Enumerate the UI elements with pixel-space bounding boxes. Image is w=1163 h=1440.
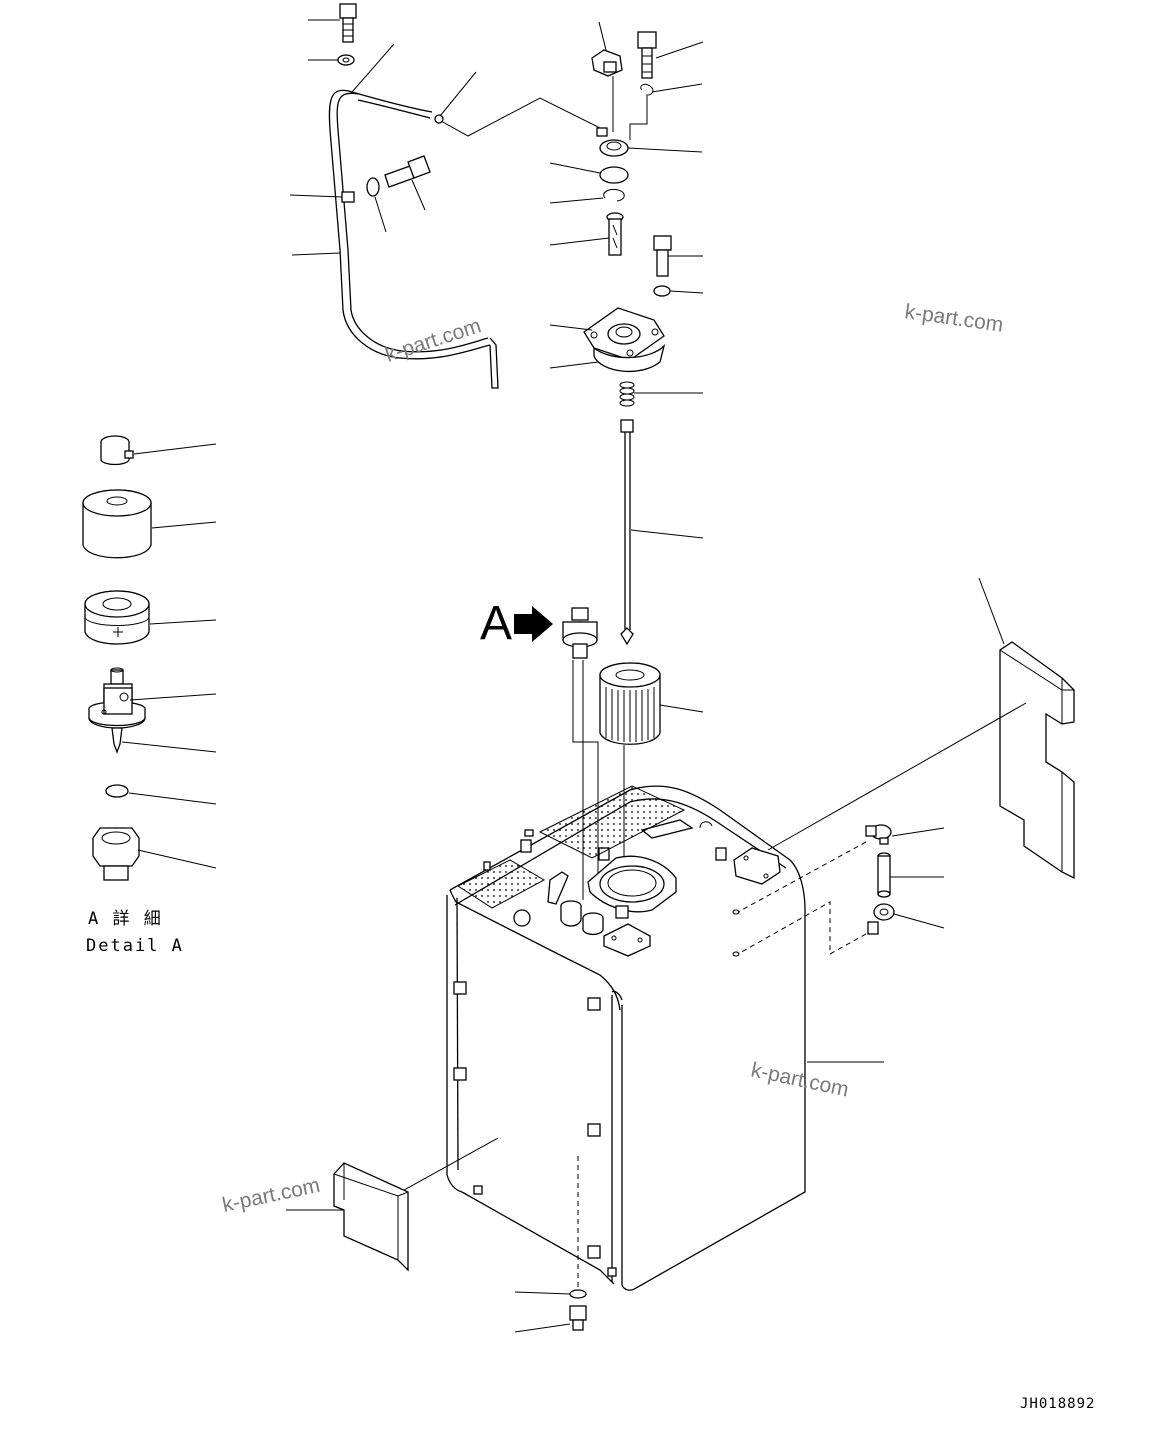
rubber-pad-right (767, 577, 1075, 880)
detail-valve-tip (111, 727, 123, 754)
breather-hose-group (289, 3, 601, 389)
detail-label-en: Detail A (86, 936, 184, 956)
breather-hose (328, 89, 491, 360)
callout-arrow-icon (514, 606, 553, 642)
strainer-rod-upper (606, 212, 624, 256)
detail-nut (92, 827, 140, 881)
washer-center-right (653, 285, 671, 297)
drain-o-ring (569, 1289, 587, 1299)
washer-mid-left (366, 177, 380, 197)
tank-valve-port (560, 900, 651, 957)
filter-cover-plate (583, 307, 665, 361)
snap-ring-mid (603, 189, 625, 202)
detail-filter-element (84, 590, 150, 645)
callout-a: A (480, 597, 599, 900)
detail-filter-cylinder (82, 489, 152, 559)
watermark-3: k-part.com (749, 1058, 851, 1101)
bolt-mid-left (384, 155, 431, 188)
snap-ring-top (640, 83, 654, 96)
strainer-long-rod (620, 419, 634, 646)
spring (619, 381, 635, 407)
drawing-code: JH018892 (1020, 1396, 1095, 1412)
callout-letter: A (480, 597, 512, 650)
filter-cover-stack (549, 21, 704, 646)
anti-slip-pad-left (456, 859, 546, 909)
detail-a-parts: A 詳 細 Detail A (82, 435, 217, 956)
tank-filter-port (587, 855, 677, 919)
o-ring-upper (599, 166, 629, 184)
detail-cap (100, 435, 134, 466)
bolt-top-left (339, 3, 357, 43)
cover-gasket (593, 343, 666, 373)
valve-assembly (562, 607, 598, 659)
bolt-top-center (637, 31, 657, 79)
rubber-pad-bottom (286, 1137, 499, 1272)
elbow-fitting-upper (865, 824, 892, 845)
hose-pipe (877, 852, 891, 898)
washer-top-left (337, 54, 355, 66)
hose-fittings-right (732, 824, 945, 957)
detail-label-jp: A 詳 細 (88, 909, 163, 929)
drain-plug (569, 1305, 587, 1331)
bolt-center-right (653, 235, 672, 277)
hydraulic-tank (446, 785, 884, 1333)
watermark-2: k-part.com (382, 314, 483, 367)
anti-slip-pad-top (538, 785, 686, 859)
sensor-top (591, 49, 623, 77)
filler-neck (596, 127, 629, 157)
watermark-1: k-part.com (903, 300, 1004, 337)
hose-clamp (341, 191, 355, 203)
tank-side-bolts (453, 981, 617, 1277)
detail-valve-body (88, 667, 146, 729)
elbow-fitting-lower (867, 903, 895, 935)
strainer-element (599, 662, 704, 870)
tank-inspection-cover (733, 847, 781, 885)
detail-o-ring (105, 784, 129, 798)
